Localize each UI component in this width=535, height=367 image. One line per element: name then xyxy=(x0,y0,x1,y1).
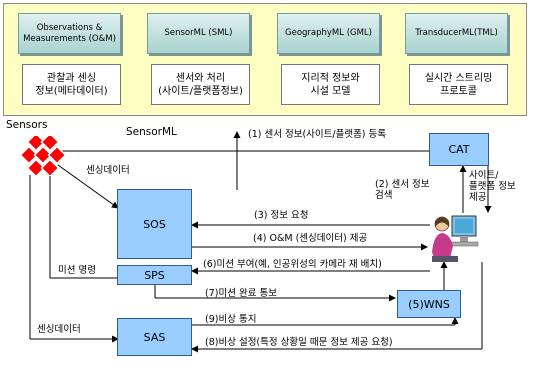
user-workstation-icon xyxy=(432,215,479,262)
label-sensing-data-1: 센싱데이터 xyxy=(86,165,130,176)
label-step4: (4) O&M (센싱데이터) 제공 xyxy=(253,233,368,244)
node-sas: SAS xyxy=(117,318,192,356)
node-sos: SOS xyxy=(117,189,192,259)
node-sps: SPS xyxy=(117,265,192,285)
label-step6: (6)미션 부여(예, 인공위성의 카메라 재 배치) xyxy=(203,259,382,270)
label-step2: (2) 센서 정보 검색 xyxy=(375,179,430,201)
spec-geographyml: GeographyML (GML) xyxy=(277,13,380,54)
node-cat: CAT xyxy=(429,133,489,166)
desc-transducerml: 실시간 스트리밍 프로토콜 xyxy=(409,64,508,105)
spec-transducerml: TransducerML(TML) xyxy=(405,13,508,54)
label-site-platform: 사이트/ 플랫폼 정보 제공 xyxy=(469,170,516,203)
spec-om: Observations & Measurements (O&M) xyxy=(18,13,121,54)
label-sensors: Sensors xyxy=(6,119,48,131)
node-wns: (5)WNS xyxy=(397,290,461,318)
desc-geographyml: 지리적 정보와 시설 모델 xyxy=(281,64,380,105)
label-step8: (8)비상 설정(특정 상황일 때문 정보 제공 요청) xyxy=(205,337,393,348)
sensors-icon xyxy=(19,136,67,176)
label-sensing-data-2: 센싱데이터 xyxy=(37,324,81,335)
label-mission-command: 미션 명령 xyxy=(58,265,96,276)
label-step1: (1) 센서 정보(사이트/플랫폼) 등록 xyxy=(248,129,387,140)
label-step9: (9)비상 통지 xyxy=(205,314,257,325)
label-step3: (3) 정보 요청 xyxy=(254,210,309,221)
label-sensorml: SensorML xyxy=(126,126,177,138)
label-step7: (7)미션 완료 통보 xyxy=(205,288,277,299)
desc-om: 관찰과 센싱 정보(메타데이터) xyxy=(22,64,121,105)
desc-sensorml: 센서와 처리 (사이트/플랫폼정보) xyxy=(151,64,250,105)
ogc-encoding-panel: Observations & Measurements (O&M) Sensor… xyxy=(3,3,527,116)
spec-sensorml: SensorML (SML) xyxy=(147,13,250,54)
